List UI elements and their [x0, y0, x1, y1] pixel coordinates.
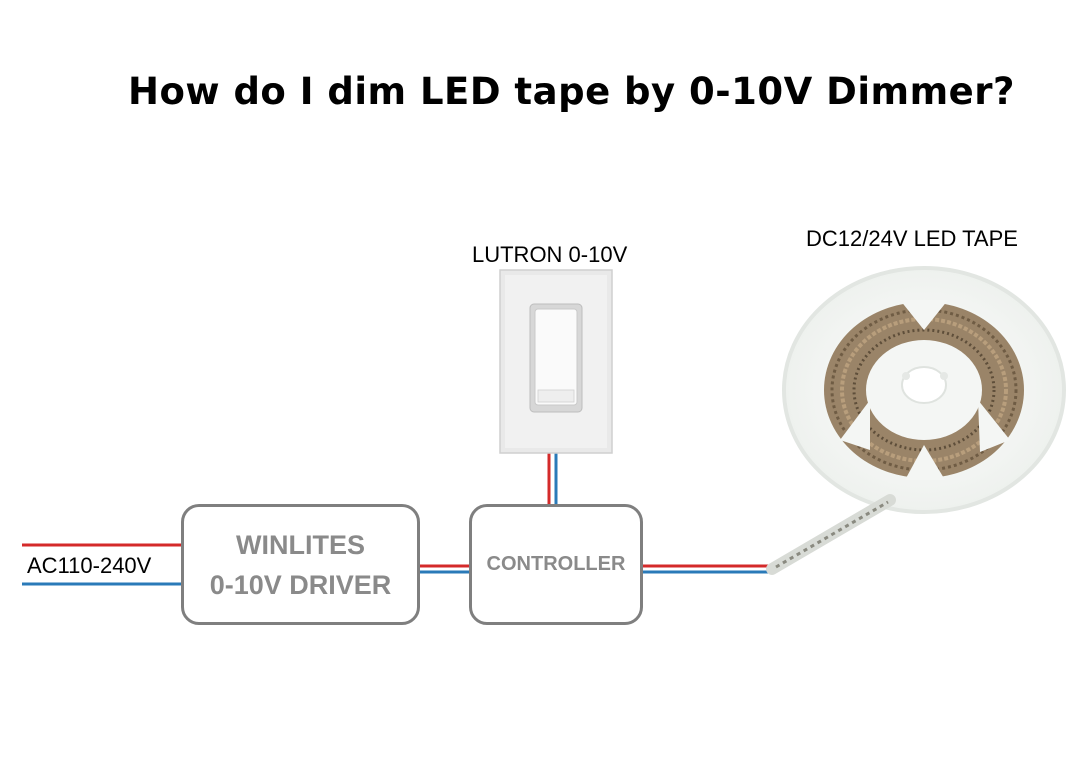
input-wires	[22, 543, 181, 586]
led-tape-reel-image	[766, 266, 1066, 575]
input-voltage-label: AC110-240V	[27, 553, 152, 578]
controller-label: CONTROLLER	[486, 553, 626, 575]
dimmer-label: LUTRON 0-10V	[472, 242, 628, 267]
driver-name: WINLITES	[236, 529, 365, 560]
diagram-title: How do I dim LED tape by 0-10V Dimmer?	[128, 70, 1015, 113]
led-tape-label: DC12/24V LED TAPE	[806, 226, 1018, 251]
driver-type: 0-10V DRIVER	[209, 569, 392, 600]
dimmer-switch-image	[499, 269, 613, 454]
controller-box: CONTROLLER	[469, 504, 643, 625]
driver-controller-wires	[420, 564, 469, 574]
driver-box: WINLITES 0-10V DRIVER	[181, 504, 420, 625]
controller-tape-wires	[643, 564, 772, 574]
dimmer-controller-wires	[547, 452, 558, 504]
